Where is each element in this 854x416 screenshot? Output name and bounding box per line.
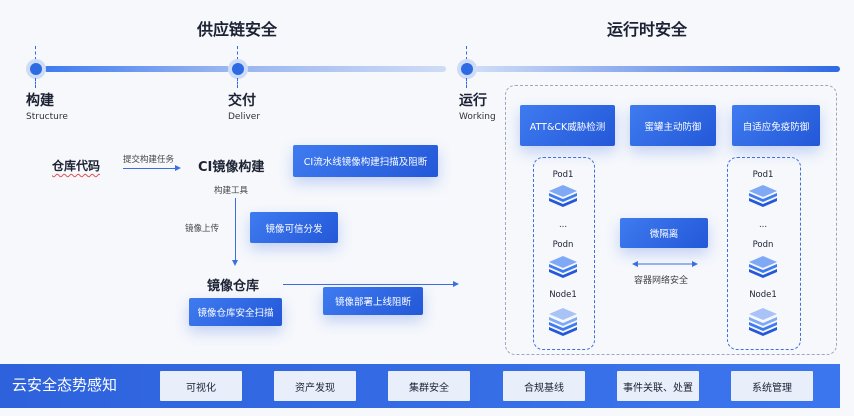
event-handling-button[interactable]: 事件关联、处置	[617, 371, 699, 401]
adaptive-immune-box: 自适应免疫防御	[732, 105, 820, 146]
ci-build-label: CI镜像构建	[198, 160, 265, 175]
arrow-submit	[123, 168, 175, 169]
timeline-dash	[237, 46, 238, 60]
asset-discovery-button[interactable]: 资产发现	[274, 371, 356, 401]
timeline-bar-runtime	[475, 66, 840, 72]
ci-scan-box: CI流水线镜像构建扫描及阻断	[293, 145, 438, 177]
arrow-tip	[175, 165, 181, 171]
right-pod1-label: Pod1	[752, 170, 774, 180]
image-registry-label: 镜像仓库	[207, 279, 260, 294]
right-podn-label: Podn	[752, 240, 774, 250]
timeline-dash	[466, 46, 467, 60]
stage-runtime-title: 运行	[459, 93, 487, 109]
stage-deliver-title: 交付	[228, 93, 256, 109]
left-pod1-label: Pod1	[552, 170, 574, 180]
timeline-dash	[237, 78, 238, 88]
arrow-tip	[453, 281, 459, 287]
timeline-dot-deliver	[232, 63, 244, 75]
stage-build-sub: Structure	[26, 112, 68, 122]
container-network-security-label: 容器网络安全	[634, 276, 689, 286]
timeline-dash	[35, 46, 36, 60]
system-management-button[interactable]: 系统管理	[731, 371, 813, 401]
left-pod-column	[533, 157, 595, 350]
honeypot-defense-box: 蜜罐主动防御	[630, 105, 716, 146]
image-upload-label: 镜像上传	[185, 224, 220, 234]
micro-isolation-box: 微隔离	[620, 218, 708, 248]
deploy-block-box: 镜像部署上线阻断	[323, 287, 423, 315]
node-stack-icon	[549, 308, 577, 336]
compliance-baseline-button[interactable]: 合规基线	[503, 371, 585, 401]
trusted-distribution-box: 镜像可信分发	[250, 212, 338, 243]
supply-chain-title: 供应链安全	[197, 20, 278, 39]
cluster-security-button[interactable]: 集群安全	[388, 371, 470, 401]
stage-runtime-sub: Working	[459, 112, 496, 122]
left-podn-label: Podn	[552, 240, 574, 250]
timeline-dot-runtime	[461, 63, 473, 75]
visualization-button[interactable]: 可视化	[160, 371, 242, 401]
right-ellipsis-label: ...	[758, 220, 768, 230]
right-node1-label: Node1	[749, 290, 777, 300]
stage-deliver-sub: Deliver	[228, 112, 261, 122]
server-stack-icon	[549, 256, 577, 278]
submit-task-label: 提交构建任务	[123, 155, 175, 165]
server-stack-icon	[749, 256, 777, 278]
server-stack-icon	[749, 185, 777, 207]
stage-build-title: 构建	[26, 93, 54, 109]
right-pod-column	[727, 157, 801, 350]
double-arrow-icon	[632, 261, 698, 267]
timeline-bar-build	[44, 66, 230, 72]
arrow-deploy	[283, 284, 453, 285]
left-ellipsis-label: ...	[558, 220, 568, 230]
runtime-title: 运行时安全	[607, 20, 688, 39]
build-tool-label: 构建工具	[214, 186, 249, 196]
runtime-container	[505, 85, 837, 355]
timeline-dot-build	[30, 63, 42, 75]
server-stack-icon	[549, 185, 577, 207]
timeline-dash	[35, 78, 36, 88]
arrow-tip	[232, 260, 238, 266]
arrow-upload	[235, 198, 236, 260]
timeline-dash	[466, 78, 467, 88]
cloud-security-title: 云安全态势感知	[12, 376, 118, 394]
left-node1-label: Node1	[549, 290, 577, 300]
node-stack-icon	[749, 308, 777, 336]
registry-scan-box: 镜像仓库安全扫描	[189, 298, 282, 326]
repo-code-label: 仓库代码	[52, 159, 101, 173]
timeline-bar-deliver	[246, 66, 446, 72]
attck-detection-box: ATT&CK威胁检测	[520, 105, 615, 146]
